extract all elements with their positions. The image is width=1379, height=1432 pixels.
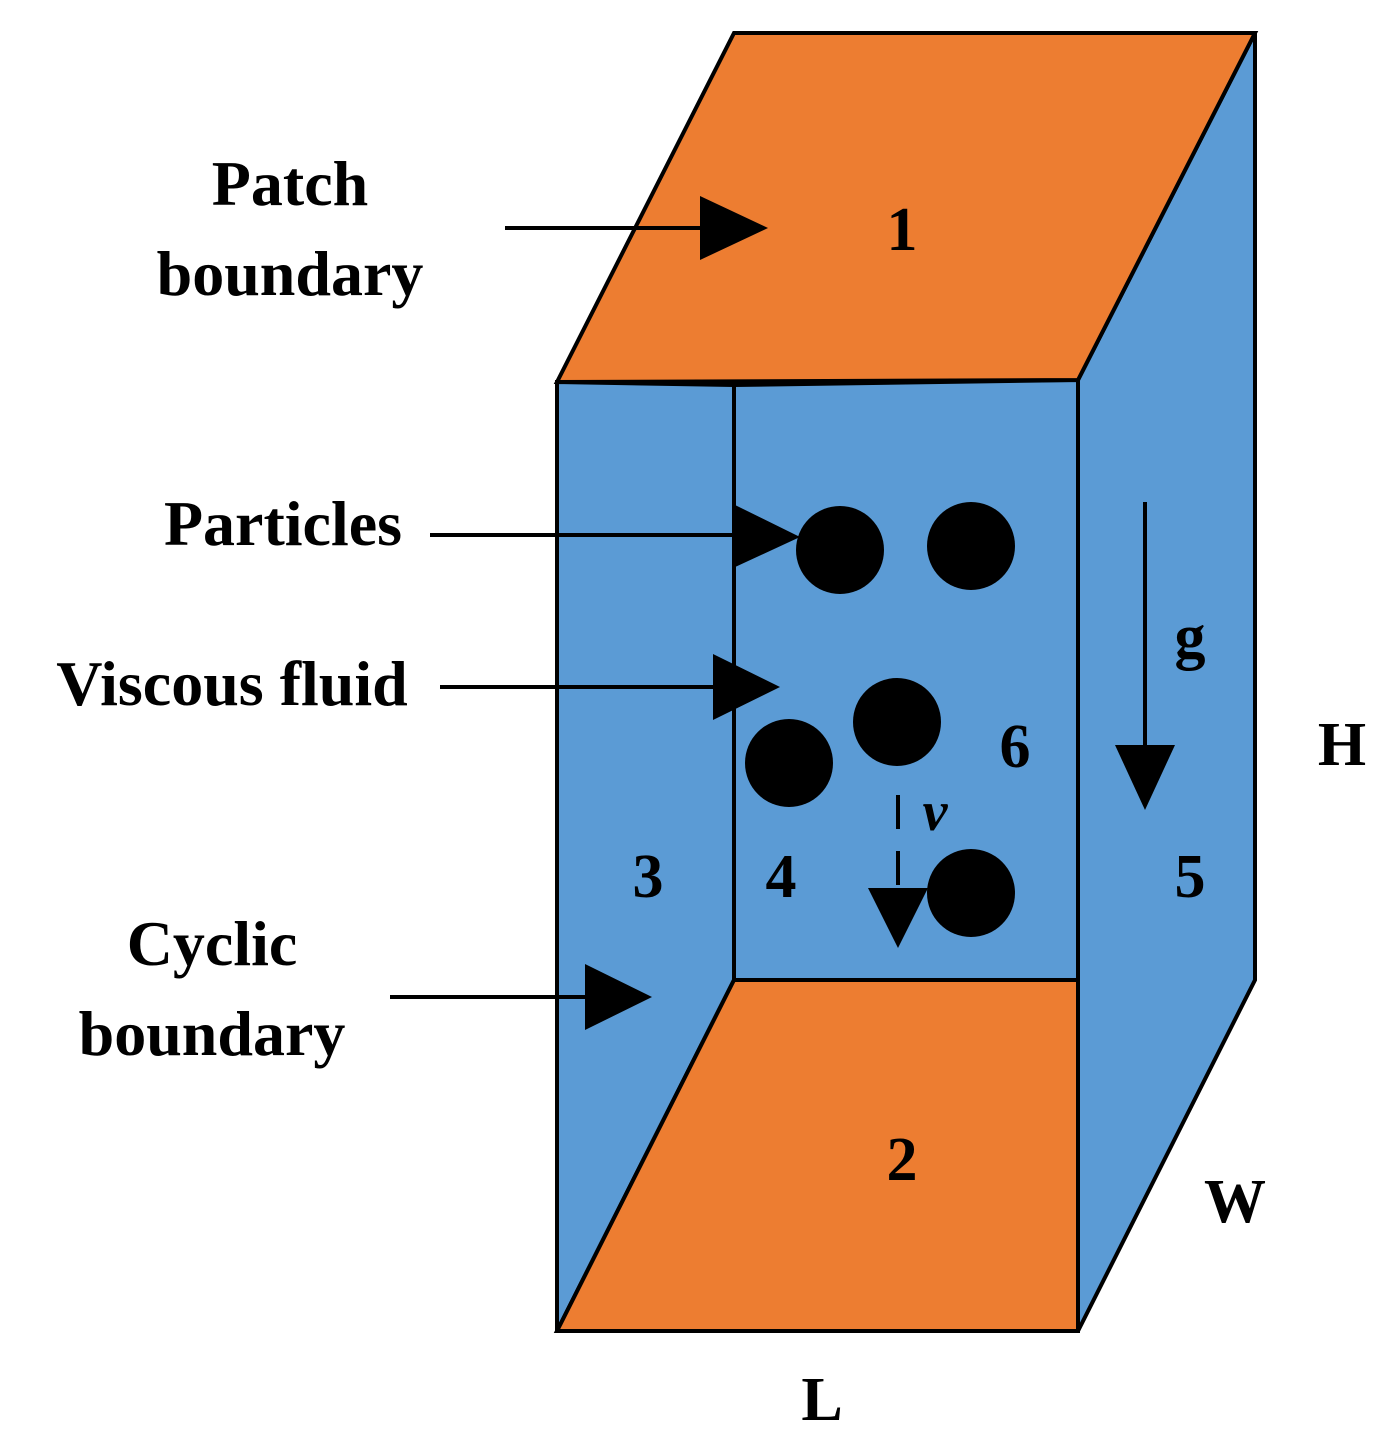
top-patch-face-1 <box>553 31 1259 385</box>
particles-callout-arrowhead <box>733 504 800 568</box>
gravity-symbol: g <box>1175 603 1206 671</box>
gravity-arrow-head <box>1115 745 1175 810</box>
face-number-3: 3 <box>633 843 664 911</box>
face-number-1: 1 <box>887 196 918 264</box>
particles-label: Particles <box>164 488 402 559</box>
patch-boundary-label-line2: boundary <box>157 238 424 309</box>
particle <box>927 849 1015 937</box>
face-number-6: 6 <box>1000 713 1031 781</box>
particle <box>853 678 941 766</box>
patch-boundary-label-line1: Patch <box>212 148 368 219</box>
particle <box>927 502 1015 590</box>
cyclic-boundary-label-line1: Cyclic <box>127 908 298 979</box>
velocity-symbol: v <box>923 781 949 843</box>
height-dimension-label: H <box>1318 711 1366 779</box>
viscous-fluid-label: Viscous fluid <box>56 648 408 719</box>
patch-callout-arrowhead <box>700 196 768 260</box>
length-dimension-label: L <box>801 1366 842 1432</box>
velocity-arrow-head <box>868 888 928 948</box>
fluid-callout-arrowhead <box>713 654 780 720</box>
face-number-2: 2 <box>887 1126 918 1194</box>
width-dimension-label: W <box>1204 1168 1266 1236</box>
cyclic-boundary-label-line2: boundary <box>79 998 346 1069</box>
particle <box>745 719 833 807</box>
face-number-4: 4 <box>766 843 797 911</box>
face-number-5: 5 <box>1175 843 1206 911</box>
particle <box>796 506 884 594</box>
cyclic-callout-arrowhead <box>585 964 652 1030</box>
